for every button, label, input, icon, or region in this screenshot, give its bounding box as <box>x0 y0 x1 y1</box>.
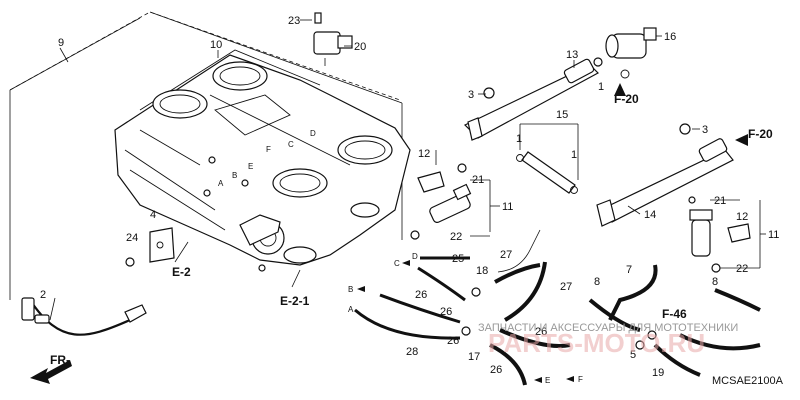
ref-f46: F-46 <box>662 307 687 321</box>
letter-e: E <box>248 162 253 171</box>
assembly-outline <box>9 11 403 300</box>
label-13: 13 <box>566 49 578 61</box>
arrow-f20-a-icon <box>614 83 626 96</box>
label-14: 14 <box>644 209 656 221</box>
hose-c: C <box>394 259 400 268</box>
reference-callouts: E-2 E-2-1 F-20 F-20 F-46 <box>172 83 773 321</box>
label-26-c: 26 <box>447 335 459 347</box>
part-15-tube <box>516 151 578 194</box>
label-22-left: 22 <box>450 231 462 243</box>
front-label: FR- <box>50 353 70 367</box>
part-14-fuel-rail <box>596 123 734 227</box>
ref-e21: E-2-1 <box>280 294 310 308</box>
label-1-a: 1 <box>516 133 522 145</box>
leader-lines <box>49 19 766 321</box>
label-22-right: 22 <box>736 263 748 275</box>
label-27-a: 27 <box>500 249 512 261</box>
ref-f20-b: F-20 <box>748 127 773 141</box>
arrow-b-icon <box>357 286 365 292</box>
label-16: 16 <box>664 31 676 43</box>
injector-right <box>688 196 751 273</box>
label-9: 9 <box>58 37 64 49</box>
label-11-left: 11 <box>502 201 513 213</box>
watermark: ЗАПЧАСТИ И АКСЕССУАРЫ ДЛЯ МОТОТЕХНИКИ PA… <box>478 322 738 358</box>
label-20: 20 <box>354 41 366 53</box>
label-19: 19 <box>652 367 664 379</box>
hose-d: D <box>412 252 418 261</box>
front-arrow-icon <box>30 360 72 384</box>
label-26-a: 26 <box>415 289 427 301</box>
arrow-c-icon <box>402 260 410 266</box>
label-11-right: 11 <box>768 229 779 241</box>
label-23: 23 <box>288 15 300 27</box>
body-hose-letters: A B C D E F <box>218 129 316 188</box>
label-26-b: 26 <box>440 306 452 318</box>
part-13-fuel-rail <box>463 58 599 141</box>
letter-f: F <box>266 145 271 154</box>
label-27-b: 27 <box>560 281 572 293</box>
hose-b: B <box>348 285 353 294</box>
part-4-bracket <box>125 227 175 267</box>
hose-a: A <box>348 305 354 314</box>
label-28: 28 <box>406 346 418 358</box>
label-25: 25 <box>452 253 464 265</box>
label-1-top: 1 <box>598 81 604 93</box>
front-arrow: FR- <box>30 353 72 384</box>
label-17: 17 <box>468 351 480 363</box>
label-5: 5 <box>630 349 636 361</box>
label-4: 4 <box>150 209 156 221</box>
label-12-left: 12 <box>418 148 430 160</box>
label-21-right: 21 <box>714 195 726 207</box>
diagram-code: MCSAE2100A <box>712 375 784 387</box>
label-8: 8 <box>594 276 600 288</box>
label-7: 8 <box>712 276 718 288</box>
hose-end-letters: C D B A E F <box>348 252 583 385</box>
arrow-f20-icon <box>735 134 748 146</box>
throttle-body-assembly <box>114 49 411 272</box>
label-24: 24 <box>126 232 138 244</box>
arrow-e-icon <box>534 377 542 383</box>
part-20-sensor <box>313 12 353 66</box>
label-10: 10 <box>210 39 222 51</box>
label-18: 18 <box>476 265 488 277</box>
watermark-text: ЗАПЧАСТИ И АКСЕССУАРЫ ДЛЯ МОТОТЕХНИКИ <box>478 322 738 334</box>
label-1-b: 1 <box>571 149 577 161</box>
letter-b: B <box>232 171 237 180</box>
ref-e2: E-2 <box>172 265 191 279</box>
label-2: 2 <box>40 289 46 301</box>
label-15: 15 <box>556 109 568 121</box>
part-16-regulator <box>593 27 657 79</box>
part-labels: 10 9 23 20 13 16 1 3 15 1 1 3 12 21 11 2… <box>40 15 779 379</box>
label-6: 7 <box>626 264 632 276</box>
label-3-right: 3 <box>702 124 708 136</box>
arrow-f-icon <box>566 376 574 382</box>
label-26-d: 26 <box>535 326 547 338</box>
label-21-left: 21 <box>472 174 484 186</box>
label-12-right: 12 <box>736 211 748 223</box>
letter-d: D <box>310 129 316 138</box>
label-26-e: 26 <box>490 364 502 376</box>
vacuum-hoses <box>354 229 761 386</box>
letter-c: C <box>288 140 294 149</box>
label-3-top: 3 <box>468 89 474 101</box>
injector-left <box>410 163 472 240</box>
watermark-logo: PARTS-MOTO.RU <box>488 328 705 358</box>
hose-e: E <box>545 376 550 385</box>
part-2-cable <box>21 297 147 336</box>
hose-f: F <box>578 375 583 384</box>
letter-a: A <box>218 179 224 188</box>
